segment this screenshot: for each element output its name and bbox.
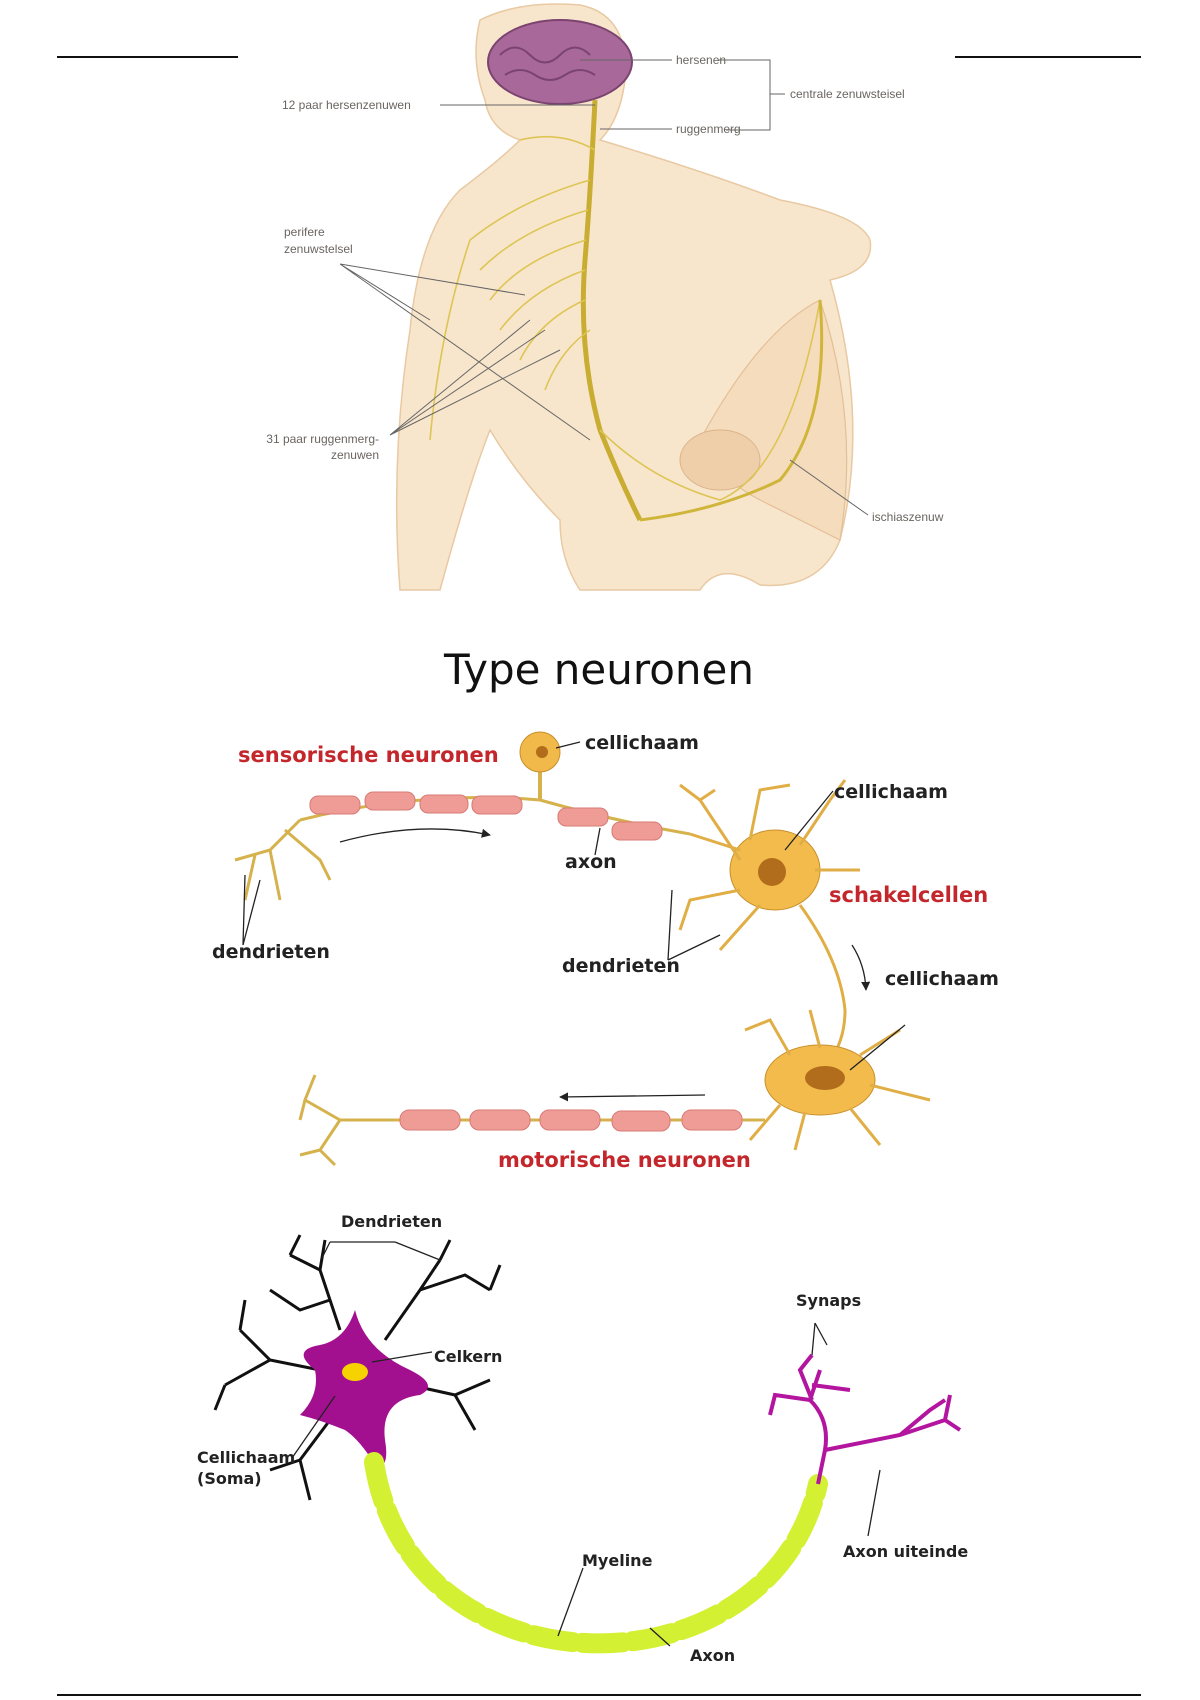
motor-nucleus (805, 1066, 845, 1090)
label-schakelcellen: schakelcellen (829, 883, 988, 907)
interneuron-dendrites (678, 779, 860, 951)
label-centrale-zenuwstelsel: centrale zenuwsteisel (790, 87, 905, 101)
spinal-cord (580, 99, 643, 522)
brain (487, 19, 633, 105)
type-leader-lines (242, 741, 906, 1071)
label-axon-uiteinde: Axon uiteinde (843, 1542, 968, 1561)
label-zenuwen: zenuwen (331, 448, 379, 462)
sensory-arrow (339, 828, 491, 843)
label-axon-anatomy: Axon (690, 1646, 735, 1665)
label-sensorische-neuronen: sensorische neuronen (238, 743, 499, 767)
label-ruggenmerg: ruggenmerg (676, 122, 741, 136)
leader-lines (339, 59, 869, 516)
label-dendrieten: Dendrieten (341, 1212, 442, 1231)
label-synaps: Synaps (796, 1291, 861, 1310)
label-zenuwstelsel: zenuwstelsel (284, 242, 353, 256)
label-motorische-neuronen: motorische neuronen (498, 1148, 751, 1172)
label-cellichaam: Cellichaam (197, 1448, 295, 1467)
neuron-anatomy-diagram: Dendrieten Synaps Celkern Cellichaam (So… (197, 1212, 968, 1665)
soma (300, 1310, 428, 1466)
peripheral-nerves (429, 135, 821, 501)
sensory-dendrites (234, 818, 332, 901)
brain-folds (499, 46, 596, 81)
label-ischiaszenuw: ischiaszenuw (872, 510, 944, 524)
label-cellichaam-sensory: cellichaam (585, 732, 699, 754)
neuron-types-diagram: sensorische neuronen cellichaam cellicha… (212, 731, 999, 1172)
nervous-system-illustration: hersenen centrale zenuwsteisel 12 paar h… (266, 3, 944, 591)
label-celkern: Celkern (434, 1347, 502, 1366)
motor-dendrites-end (298, 1074, 342, 1167)
label-hersenen: hersenen (676, 53, 726, 67)
pelvis-shape (679, 429, 761, 491)
label-soma: (Soma) (197, 1469, 262, 1488)
nucleus (342, 1363, 368, 1381)
label-axon: axon (565, 851, 617, 873)
label-cellichaam-motor: cellichaam (885, 968, 999, 990)
sensory-myelin (309, 791, 663, 841)
interneuron-nucleus (758, 858, 786, 886)
label-myeline: Myeline (582, 1551, 653, 1570)
axon-terminal (768, 1353, 962, 1485)
interneuron-arrow (851, 944, 871, 991)
interneuron-axon (798, 904, 847, 1061)
ischias-nerve (639, 299, 824, 522)
myelin-sheath (364, 1452, 828, 1654)
label-ruggenmergzenuwen: 31 paar ruggenmerg- (266, 432, 379, 446)
label-hersenzenuwen: 12 paar hersenzenuwen (282, 98, 411, 112)
label-dendrieten-sensory: dendrieten (212, 941, 330, 963)
label-cellichaam-interneuron: cellichaam (834, 781, 948, 803)
anatomy-leader-lines (291, 1241, 881, 1647)
motor-arrow (559, 1092, 706, 1102)
motor-myelin (399, 1109, 743, 1132)
sensory-nucleus (536, 746, 548, 758)
label-perifere: perifere (284, 225, 325, 239)
black-dendrites (213, 1234, 502, 1501)
label-dendrieten-interneuron: dendrieten (562, 955, 680, 977)
section-title: Type neuronen (443, 645, 754, 694)
